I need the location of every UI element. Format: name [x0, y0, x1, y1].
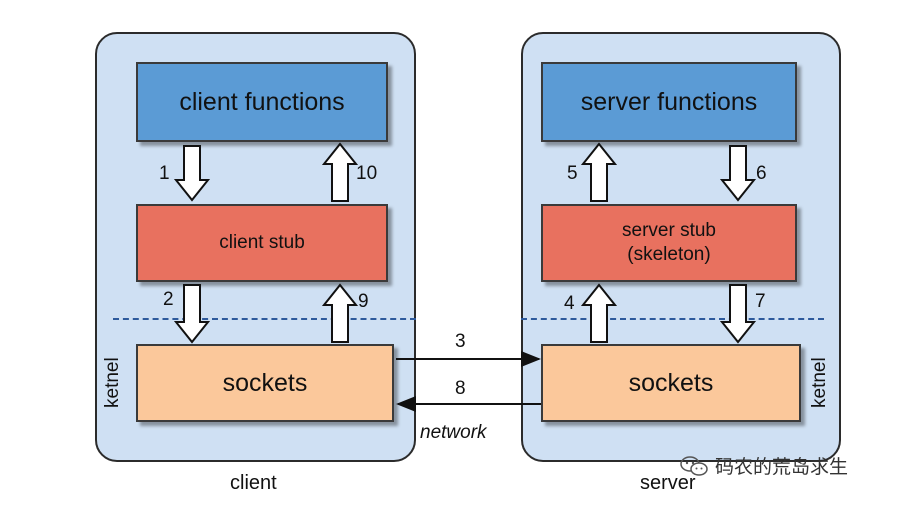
arrow-step-6: [719, 145, 757, 202]
watermark: 码农的荒岛求生: [679, 452, 848, 479]
arrow-step-1: [173, 145, 211, 202]
server-sockets-label: sockets: [628, 368, 714, 397]
step-number-1: 1: [159, 163, 170, 184]
server-caption: server: [640, 472, 696, 494]
arrow-step-5: [580, 142, 618, 202]
step-number-6: 6: [756, 163, 767, 184]
server-stub-label-line1: server stub: [622, 220, 716, 242]
client-functions-box: client functions: [136, 62, 388, 142]
client-kernel-label: ketnel: [102, 357, 123, 408]
server-functions-box: server functions: [541, 62, 797, 142]
step-number-3: 3: [455, 331, 466, 352]
arrow-step-10: [321, 142, 359, 202]
step-number-8: 8: [455, 378, 466, 399]
client-sockets-box: sockets: [136, 344, 394, 422]
network-label: network: [420, 422, 487, 443]
server-functions-label: server functions: [580, 87, 758, 116]
server-kernel-boundary: [521, 318, 824, 320]
server-kernel-label: ketnel: [809, 357, 830, 408]
client-sockets-label: sockets: [222, 368, 308, 397]
client-stub-box: client stub: [136, 204, 388, 282]
step-number-10: 10: [356, 163, 378, 184]
step-number-5: 5: [567, 163, 578, 184]
arrow-step-2: [173, 284, 211, 344]
watermark-text: 码农的荒岛求生: [715, 457, 849, 478]
step-number-4: 4: [564, 293, 575, 314]
server-sockets-box: sockets: [541, 344, 801, 422]
step-number-2: 2: [163, 289, 174, 310]
arrow-step-7: [719, 284, 757, 344]
client-functions-label: client functions: [179, 87, 345, 116]
wechat-icon: [680, 455, 708, 476]
arrow-step-4: [580, 283, 618, 343]
server-stub-box: server stub (skeleton): [541, 204, 797, 282]
client-kernel-boundary: [113, 318, 416, 320]
arrow-step-9: [321, 283, 359, 343]
client-caption: client: [230, 472, 277, 494]
step-number-7: 7: [755, 291, 766, 312]
client-stub-label: client stub: [219, 232, 305, 254]
step-number-9: 9: [358, 291, 369, 312]
server-stub-label-line2: (skeleton): [627, 244, 711, 265]
